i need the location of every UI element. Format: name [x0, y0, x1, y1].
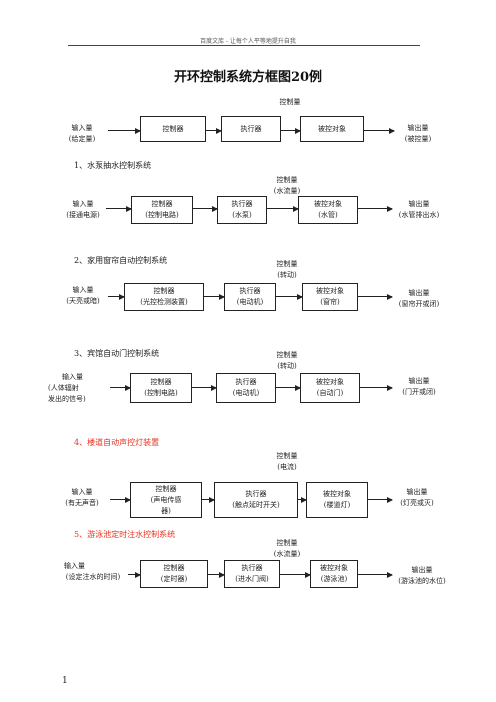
ctrl-qty-label: 控制量(电流): [276, 452, 298, 471]
arrow: [358, 571, 393, 578]
arrow: [110, 384, 131, 391]
arrow: [358, 293, 393, 300]
arrow: [298, 496, 307, 503]
arrow: [128, 571, 141, 578]
plant-box: 被控对象(楼道灯): [306, 482, 368, 518]
page-title: 开环控制系统方框图20例: [173, 70, 323, 85]
arrow: [106, 205, 132, 212]
controller-box: 控制器(光控检测装置): [124, 283, 204, 311]
arrow: [358, 205, 393, 212]
ctrl-qty-label: 控制量: [279, 98, 301, 106]
arrow: [281, 127, 301, 134]
input-label: 输入量(接通电源): [66, 200, 100, 219]
input-label: 输入量(设定注水的时间): [64, 562, 121, 581]
header-rule: [68, 45, 420, 46]
section-heading: 3、宾馆自动门控制系统: [74, 349, 160, 358]
arrow: [360, 384, 393, 391]
ctrl-qty-label: 控制量(水流量): [273, 539, 301, 558]
section-heading: 1、水泵抽水控制系统: [74, 161, 152, 170]
actuator-box: 执行器(触点延时开关): [214, 482, 298, 518]
actuator-box: 执行器(水泵): [217, 196, 267, 224]
controller-box: 控制器(定时器): [140, 560, 208, 588]
actuator-box: 执行器(进水门阀): [224, 560, 280, 588]
arrow: [208, 571, 225, 578]
section-heading: 2、家用窗帘自动控制系统: [74, 256, 168, 265]
arrow: [202, 496, 215, 503]
arrow: [193, 205, 218, 212]
ctrl-qty-label: 控制量(水流量): [273, 176, 301, 195]
output-label: 输出量(水管排出水): [398, 200, 440, 219]
actuator-box: 执行器: [221, 116, 281, 142]
page-number: 1: [62, 676, 68, 686]
input-label: 输入量(给定量): [68, 124, 96, 143]
plant-box: 被控对象(水管): [298, 196, 358, 224]
controller-box: 控制器(控制电路): [131, 196, 193, 224]
actuator-box: 执行器(电动机): [216, 373, 276, 403]
output-label: 输出量(窗帘开或闭): [398, 289, 440, 308]
arrow: [364, 127, 395, 134]
arrow: [276, 384, 301, 391]
section-heading: 5、游泳池定时注水控制系统: [74, 530, 176, 539]
arrow: [276, 293, 303, 300]
controller-box: 控制器(声电传感器): [130, 482, 202, 518]
arrow: [280, 571, 311, 578]
page-header: 百度文库 - 让每个人平等地提升自我: [200, 38, 296, 45]
input-label: 输入量 (人体辐射 发出的信号): [48, 373, 86, 403]
input-label: 输入量(有无声音): [65, 488, 99, 507]
arrow: [192, 384, 217, 391]
actuator-box: 执行器(电动机): [224, 283, 276, 311]
arrow: [108, 293, 125, 300]
arrow: [108, 127, 141, 134]
arrow: [110, 496, 131, 503]
output-label: 输出量(被控量): [404, 124, 432, 143]
plant-box: 被控对象(自动门): [300, 373, 360, 403]
ctrl-qty-label: 控制量(转动): [276, 260, 298, 279]
plant-box: 被控对象(游泳池): [310, 560, 358, 588]
arrow: [267, 205, 299, 212]
plant-box: 被控对象: [300, 116, 364, 142]
controller-box: 控制器(控制电路): [130, 373, 192, 403]
controller-box: 控制器: [140, 116, 206, 142]
arrow: [204, 293, 225, 300]
output-label: 输出量(门开或闭): [402, 377, 436, 396]
section-heading: 4、楼道自动声控灯装置: [74, 438, 160, 447]
ctrl-qty-label: 控制量(转动): [276, 351, 298, 370]
arrow: [206, 127, 222, 134]
input-label: 输入量(天亮或暗): [66, 286, 100, 305]
output-label: 输出量(灯亮或灭): [400, 488, 434, 507]
arrow: [368, 496, 393, 503]
output-label: 输出量(游泳池的水位): [398, 566, 446, 585]
plant-box: 被控对象(窗帘): [302, 283, 358, 311]
